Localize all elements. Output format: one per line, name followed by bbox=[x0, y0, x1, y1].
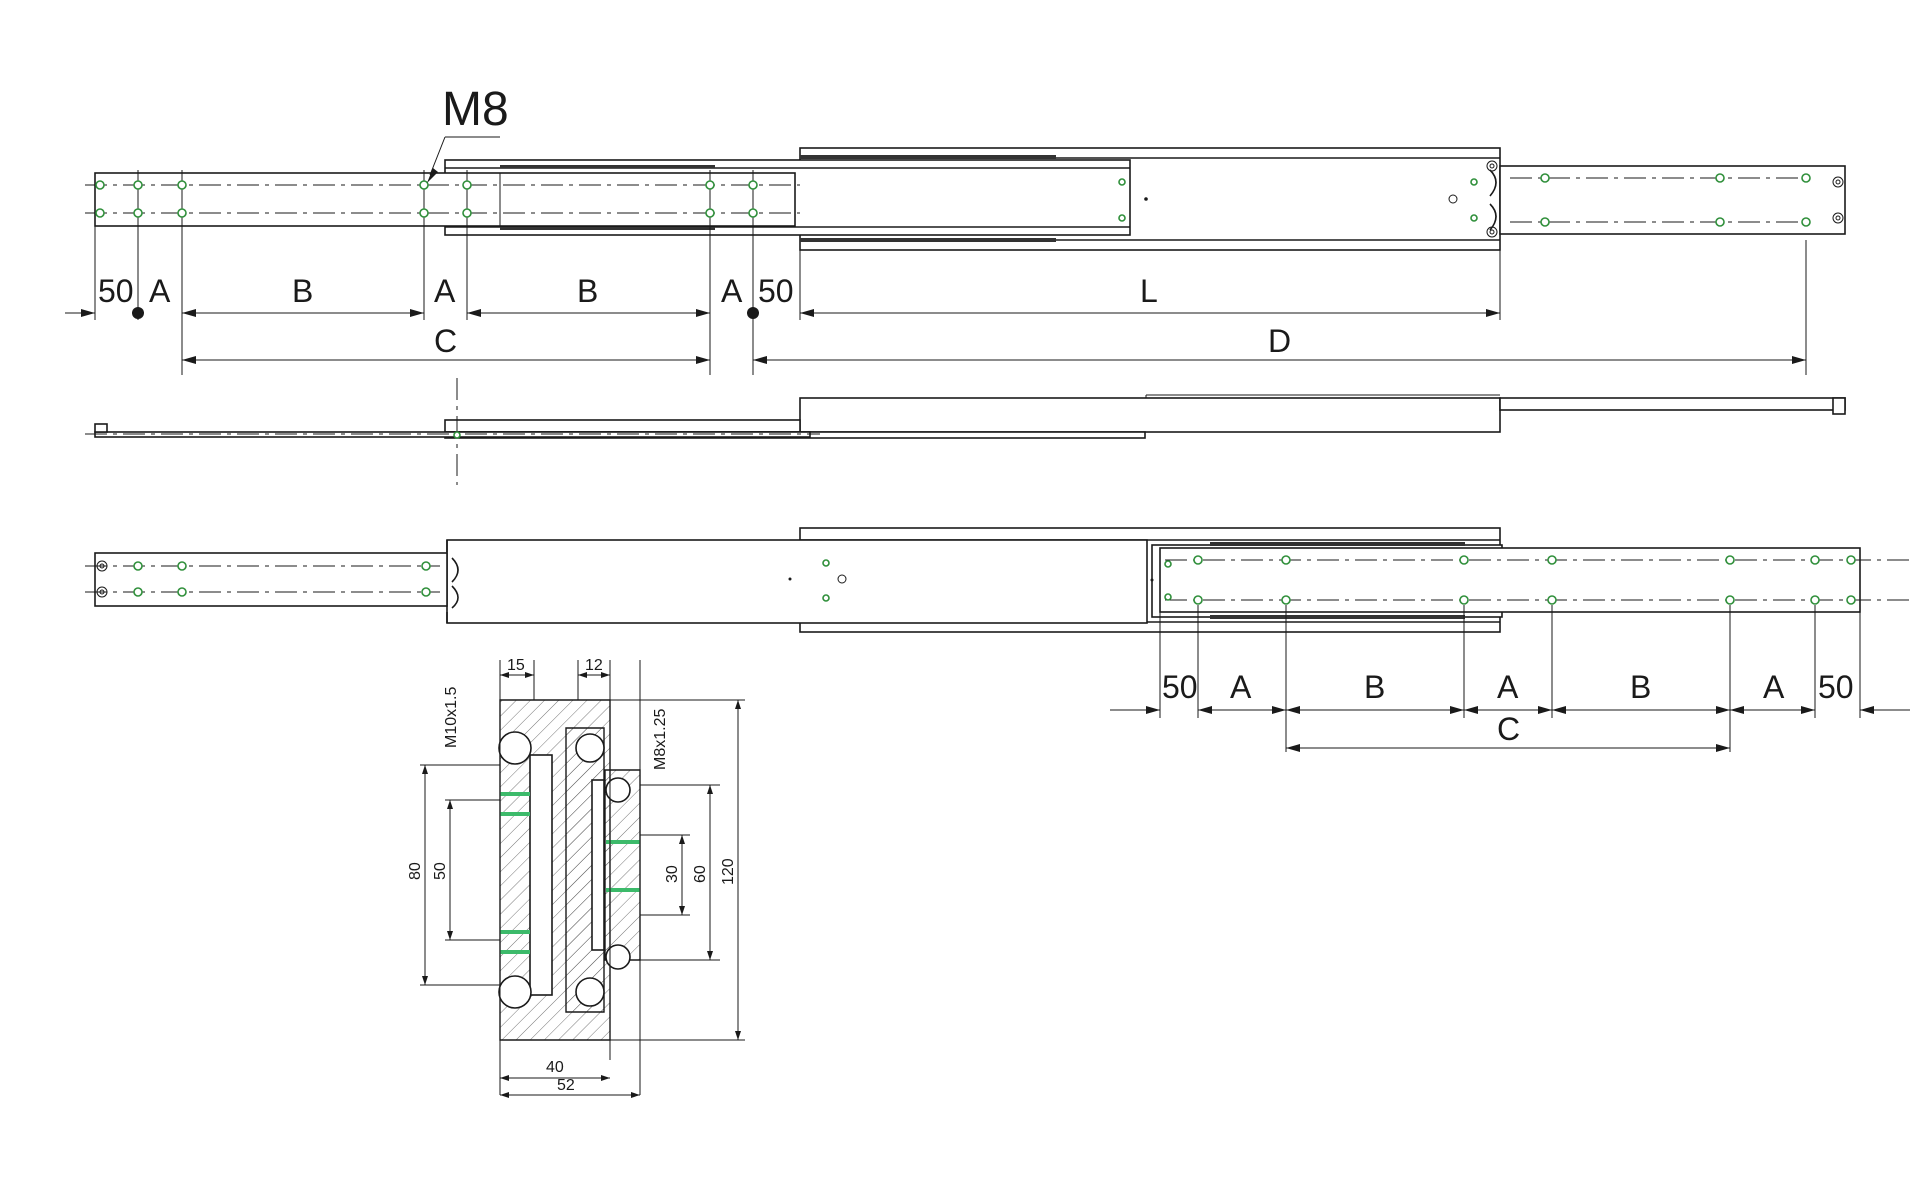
top-view: M8 bbox=[85, 83, 1846, 375]
side-view bbox=[85, 378, 1846, 485]
section-dim-12: 12 bbox=[585, 657, 603, 674]
bottom-view bbox=[85, 527, 1910, 752]
bottom-view-holes bbox=[133, 555, 1856, 605]
dim-b-b2: B bbox=[1630, 669, 1651, 705]
section-thread-outer: M10x1.5 bbox=[443, 687, 460, 748]
dim-50-left: 50 bbox=[98, 273, 134, 309]
section-thread-inner: M8x1.25 bbox=[652, 709, 669, 770]
section-dim-15: 15 bbox=[507, 657, 525, 674]
dim-l: L bbox=[1140, 273, 1158, 309]
section-dim-40: 40 bbox=[546, 1059, 564, 1076]
section-dim-60: 60 bbox=[692, 865, 709, 883]
dim-a-b2: A bbox=[1497, 669, 1519, 705]
dim-50-b-left: 50 bbox=[1162, 669, 1198, 705]
thread-label-m8: M8 bbox=[442, 83, 509, 136]
dim-d: D bbox=[1268, 323, 1291, 359]
dim-b-2: B bbox=[577, 273, 598, 309]
dim-a-b3: A bbox=[1763, 669, 1785, 705]
top-rail-inner bbox=[94, 172, 796, 227]
section-dim-50: 50 bbox=[432, 862, 449, 880]
dim-a-2: A bbox=[434, 273, 456, 309]
section-dim-80: 80 bbox=[407, 862, 424, 880]
section-dim-30: 30 bbox=[664, 865, 681, 883]
dim-c-top: C bbox=[434, 323, 457, 359]
section-dim-52: 52 bbox=[557, 1077, 575, 1094]
top-dimensions: 50 A B A B A 50 L C D bbox=[65, 273, 1806, 364]
dim-a-b1: A bbox=[1230, 669, 1252, 705]
cross-section: 15 12 M10x1.5 M8x1.25 80 50 30 60 120 40… bbox=[407, 657, 745, 1098]
dim-b-1: B bbox=[292, 273, 313, 309]
section-dim-120: 120 bbox=[720, 858, 737, 885]
dim-a-3: A bbox=[721, 273, 743, 309]
dim-50-mid: 50 bbox=[758, 273, 794, 309]
dim-b-b1: B bbox=[1364, 669, 1385, 705]
top-view-holes bbox=[95, 173, 1811, 227]
dim-c-bottom: C bbox=[1497, 711, 1520, 747]
dim-50-b-right: 50 bbox=[1818, 669, 1854, 705]
top-rail-right bbox=[1499, 165, 1846, 235]
dim-a-1: A bbox=[149, 273, 171, 309]
bottom-dimensions: 50 A B A B A 50 C bbox=[1110, 669, 1910, 752]
